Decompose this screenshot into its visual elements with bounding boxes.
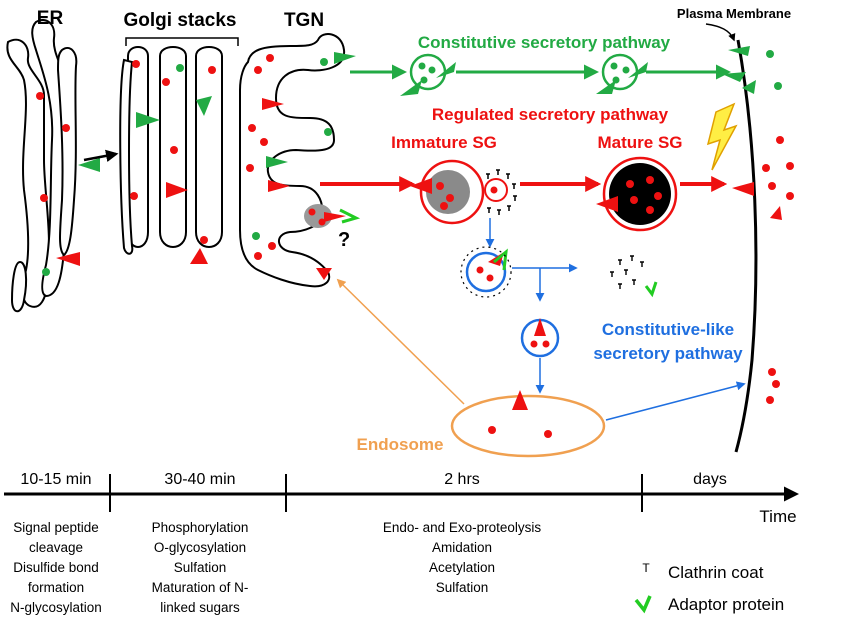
- released-clathrin-and-adaptors: [610, 255, 658, 298]
- golgi-label: Golgi stacks: [124, 10, 237, 31]
- endosome-label: Endosome: [357, 435, 444, 454]
- timeline-ticks: [109, 474, 643, 512]
- adaptor-protein-legend-icon: [634, 595, 652, 614]
- constitutive-like-vesicle: [520, 318, 560, 358]
- clathrin-coated-vesicle: [460, 246, 512, 298]
- clathrin-legend-label: Clathrin coat: [668, 563, 764, 582]
- secreted-constitutive-like-cargo: [766, 368, 780, 404]
- adaptor-legend-label: Adaptor protein: [668, 595, 784, 614]
- er-network: [6, 19, 78, 313]
- stage-3-time: 2 hrs: [444, 471, 480, 488]
- tgn-label: TGN: [284, 10, 324, 31]
- stage-3-event: Acetylation: [429, 560, 495, 575]
- plasma-membrane-label: Plasma Membrane: [677, 6, 791, 21]
- er-cargo: [36, 92, 100, 276]
- stage-2-event: Sulfation: [174, 560, 227, 575]
- mature-sg-label: Mature SG: [597, 133, 682, 152]
- stage-1-event: cleavage: [29, 540, 83, 555]
- tgn-question-mark: ?: [338, 229, 350, 251]
- tgn-cargo: [246, 52, 356, 280]
- legend: T Clathrin coat Adaptor protein: [634, 561, 784, 614]
- lightning-bolt: [706, 102, 738, 171]
- stage-2-time: 30-40 min: [164, 471, 235, 488]
- endosome-to-membrane-arrow: [605, 381, 746, 421]
- constitutive-vesicle-2: [596, 53, 648, 94]
- stage-2-events: Phosphorylation O-glycosylation Sulfatio…: [152, 520, 249, 615]
- stage-1-time: 10-15 min: [20, 471, 91, 488]
- golgi-cargo: [130, 60, 216, 264]
- stage-1-events: Signal peptide cleavage Disulfide bond f…: [10, 520, 102, 615]
- tgn-budding-granule: [304, 204, 361, 228]
- golgi-bracket: [125, 37, 239, 46]
- stage-1-event: formation: [28, 580, 84, 595]
- stage-3-event: Amidation: [432, 540, 492, 555]
- stage-3-events: Endo- and Exo-proteolysis Amidation Acet…: [383, 520, 542, 595]
- er-to-golgi-arrow: [83, 149, 119, 162]
- constitutive-like-label-line1: Constitutive-like: [602, 320, 734, 339]
- stage-3-event: Sulfation: [436, 580, 489, 595]
- endosome-to-tgn-arrow: [336, 278, 465, 405]
- stage-2-event: linked sugars: [160, 600, 240, 615]
- tgn-compartment: [239, 33, 346, 288]
- plasma-membrane: [734, 39, 758, 453]
- clathrin-legend-symbol: T: [642, 561, 650, 575]
- regulated-pathway-label: Regulated secretory pathway: [432, 105, 669, 124]
- stage-2-event: Maturation of N-: [152, 580, 249, 595]
- constitutive-pathway-label: Constitutive secretory pathway: [418, 33, 671, 52]
- secreted-regulated-cargo: [732, 136, 794, 220]
- plasma-membrane-pointer: [705, 23, 736, 42]
- stage-2-event: Phosphorylation: [152, 520, 249, 535]
- timeline-axis-label: Time: [759, 507, 796, 526]
- stage-1-event: Signal peptide: [13, 520, 99, 535]
- stage-1-event: Disulfide bond: [13, 560, 99, 575]
- secreted-constitutive-cargo: [722, 46, 782, 94]
- constitutive-vesicle-1: [400, 53, 456, 96]
- stage-2-event: O-glycosylation: [154, 540, 246, 555]
- er-label: ER: [37, 8, 64, 29]
- constitutive-like-label-line2: secretory pathway: [593, 344, 743, 363]
- endosome: [450, 394, 606, 458]
- stage-3-event: Endo- and Exo-proteolysis: [383, 520, 542, 535]
- clathrin-coat-on-immature-sg: [486, 169, 517, 215]
- immature-sg-label: Immature SG: [391, 133, 497, 152]
- stage-1-event: N-glycosylation: [10, 600, 102, 615]
- endosome-cargo: [488, 390, 552, 438]
- stage-4-time: days: [693, 471, 727, 488]
- immature-sg: [410, 159, 508, 225]
- mature-sg: [596, 156, 678, 232]
